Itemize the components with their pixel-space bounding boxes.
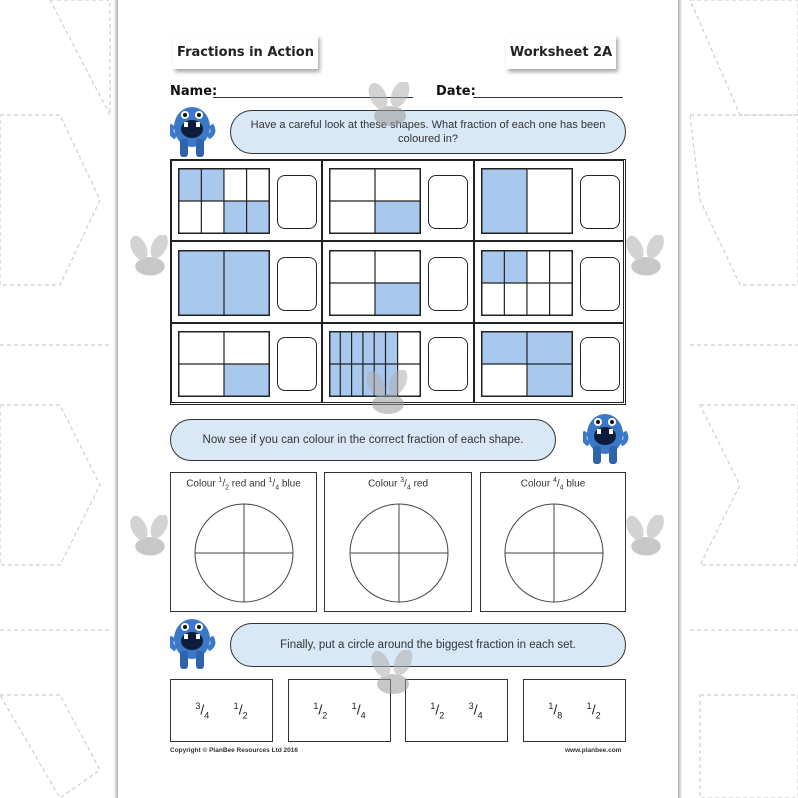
answer-box[interactable] [580,175,620,229]
fraction[interactable]: 1/2 [233,700,248,721]
instruction-bubble-3: Finally, put a circle around the biggest… [230,623,626,667]
answer-box[interactable] [277,337,317,391]
bee-icon [368,82,410,126]
worksheet-number: Worksheet 2A [506,35,616,69]
title-text: Fractions in Action [177,44,314,60]
shape-rect-quarters [329,250,421,316]
website-text: www.planbee.com [565,747,622,754]
answer-box[interactable] [277,175,317,229]
shape-grid [170,159,626,405]
date-label: Date: [436,84,476,99]
blue-monster-icon [170,619,216,669]
fraction-set-2[interactable]: 1/2 1/4 [288,679,391,742]
instruction-1-text: Have a careful look at these shapes. Wha… [250,119,606,145]
shape-rect-halves [481,168,573,234]
instruction-2-text: Now see if you can colour in the correct… [202,434,524,446]
fraction[interactable]: 1/2 [586,700,601,721]
answer-box[interactable] [277,257,317,311]
colour-panel-3: Colour 4/4 blue [480,472,626,612]
shape-rect-eighths [481,250,573,316]
shape-rect-quarters [178,331,270,397]
circle-quarters[interactable] [349,503,449,603]
colour-task-2: Colour 3/4 red [367,477,429,492]
blue-monster-icon [583,414,629,464]
date-line[interactable] [473,97,623,98]
shape-cell [322,160,474,241]
fraction[interactable]: 1/2 [313,700,328,721]
worksheet-title: Fractions in Action [173,35,318,69]
fraction[interactable]: 3/4 [195,700,210,721]
answer-box[interactable] [580,257,620,311]
bee-icon [130,235,168,276]
shape-cell [171,323,322,403]
bee-icon [366,370,408,414]
shape-cell [171,241,322,323]
shape-cell [322,241,474,323]
worksheet-page: Fractions in Action Worksheet 2A Name: D… [118,0,678,798]
bee-icon [371,650,413,694]
answer-box[interactable] [428,257,468,311]
name-line[interactable] [213,97,413,98]
circle-quarters[interactable] [504,503,604,603]
shape-rect-eighths [178,168,270,234]
shape-rect-quarters [481,331,573,397]
answer-box[interactable] [428,337,468,391]
answer-box[interactable] [428,175,468,229]
name-label: Name: [170,84,218,99]
bee-icon [130,515,168,556]
colour-task-3: Colour 4/4 blue [520,477,586,492]
fraction-set-3[interactable]: 1/2 3/4 [405,679,508,742]
instruction-3-text: Finally, put a circle around the biggest… [280,639,576,651]
shape-cell [474,160,624,241]
colour-panel-2: Colour 3/4 red [324,472,472,612]
circle-quarters[interactable] [194,503,294,603]
colour-task-1: Colour 1/2 red and 1/4 blue [186,477,301,492]
shape-cell [474,323,624,403]
instruction-bubble-1: Have a careful look at these shapes. Wha… [230,110,626,154]
shape-cell [474,241,624,323]
fraction[interactable]: 1/2 [430,700,445,721]
bee-icon [626,235,664,276]
fraction[interactable]: 1/8 [548,700,563,721]
shape-rect-quarters [329,168,421,234]
worksheet-number-text: Worksheet 2A [509,44,613,60]
colour-panel-1: Colour 1/2 red and 1/4 blue [170,472,317,612]
fraction[interactable]: 3/4 [468,700,483,721]
blue-monster-icon [170,107,216,157]
fraction[interactable]: 1/4 [351,700,366,721]
bee-icon [626,515,664,556]
shape-rect-halves-full [178,250,270,316]
fraction-set-4[interactable]: 1/8 1/2 [523,679,626,742]
copyright-text: Copyright © PlanBee Resources Ltd 2016 [170,747,298,754]
answer-box[interactable] [580,337,620,391]
instruction-bubble-2: Now see if you can colour in the correct… [170,419,556,461]
fraction-set-1[interactable]: 3/4 1/2 [170,679,273,742]
shape-cell [171,160,322,241]
